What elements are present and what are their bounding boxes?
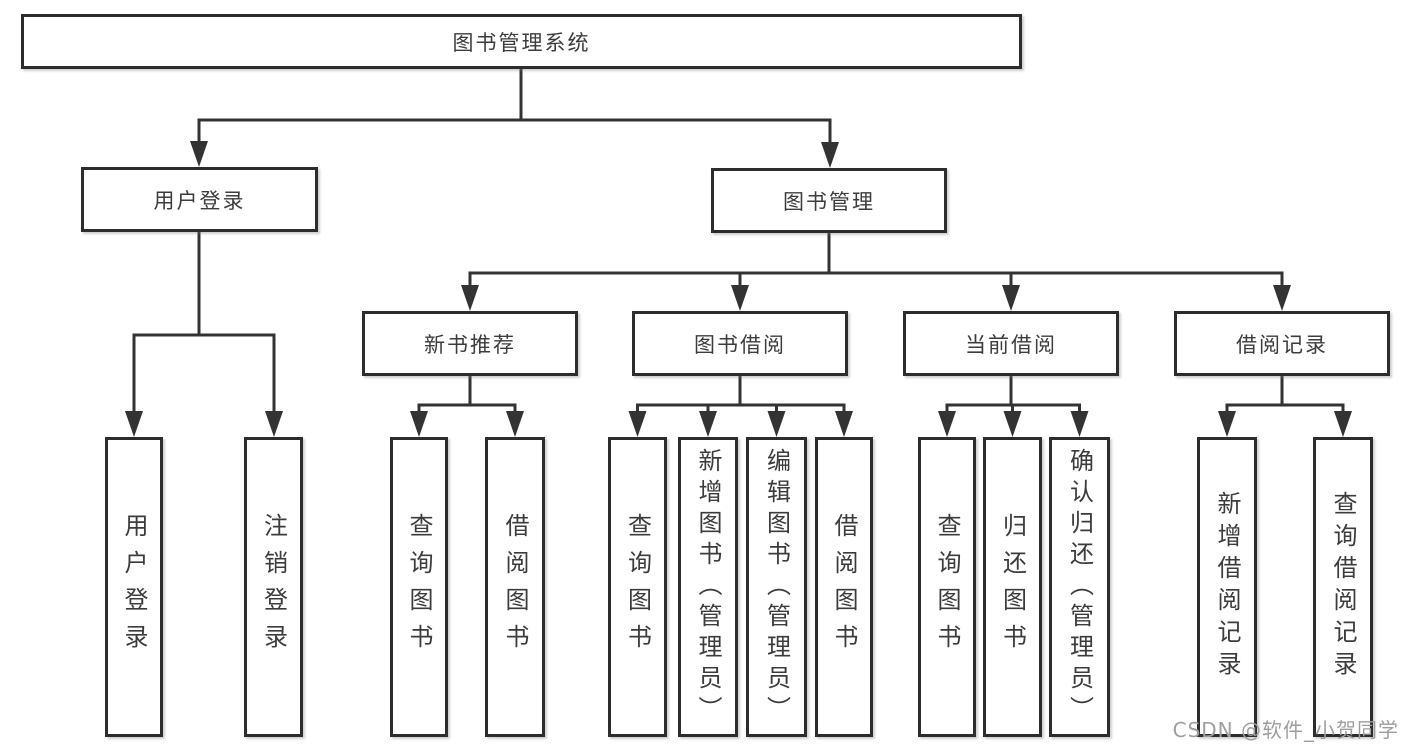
- node-book-management: 图书管理: [711, 168, 947, 233]
- leaf-cb-confirm-return-admin: 确认归还（管理员）: [1049, 437, 1110, 737]
- leaf-br-add-record: 新增借阅记录: [1197, 437, 1257, 737]
- leaf-logout: 注销登录: [244, 437, 303, 737]
- leaf-cb-return-books: 归还图书: [983, 437, 1042, 737]
- leaf-nb-query-books: 查询图书: [390, 437, 448, 737]
- arrowheads: [125, 141, 1352, 437]
- leaf-br-query-record: 查询借阅记录: [1313, 437, 1373, 737]
- node-new-book-recommend: 新书推荐: [362, 311, 578, 376]
- leaf-user-login: 用户登录: [105, 437, 163, 737]
- node-book-borrow: 图书借阅: [632, 311, 848, 376]
- node-library-system: 图书管理系统: [21, 14, 1022, 69]
- node-user-login: 用户登录: [81, 167, 318, 232]
- leaf-nb-borrow-books: 借阅图书: [485, 437, 545, 737]
- leaf-bb-edit-books-admin: 编辑图书（管理员）: [746, 437, 807, 737]
- leaf-bb-query-books: 查询图书: [608, 437, 667, 737]
- watermark: CSDN @软件_小贺同学: [1172, 718, 1399, 742]
- node-current-borrow: 当前借阅: [903, 311, 1119, 376]
- leaf-bb-add-books-admin: 新增图书（管理员）: [678, 437, 738, 737]
- node-borrow-records: 借阅记录: [1174, 311, 1390, 376]
- leaf-cb-query-books: 查询图书: [918, 437, 976, 737]
- leaf-bb-borrow-books: 借阅图书: [815, 437, 873, 737]
